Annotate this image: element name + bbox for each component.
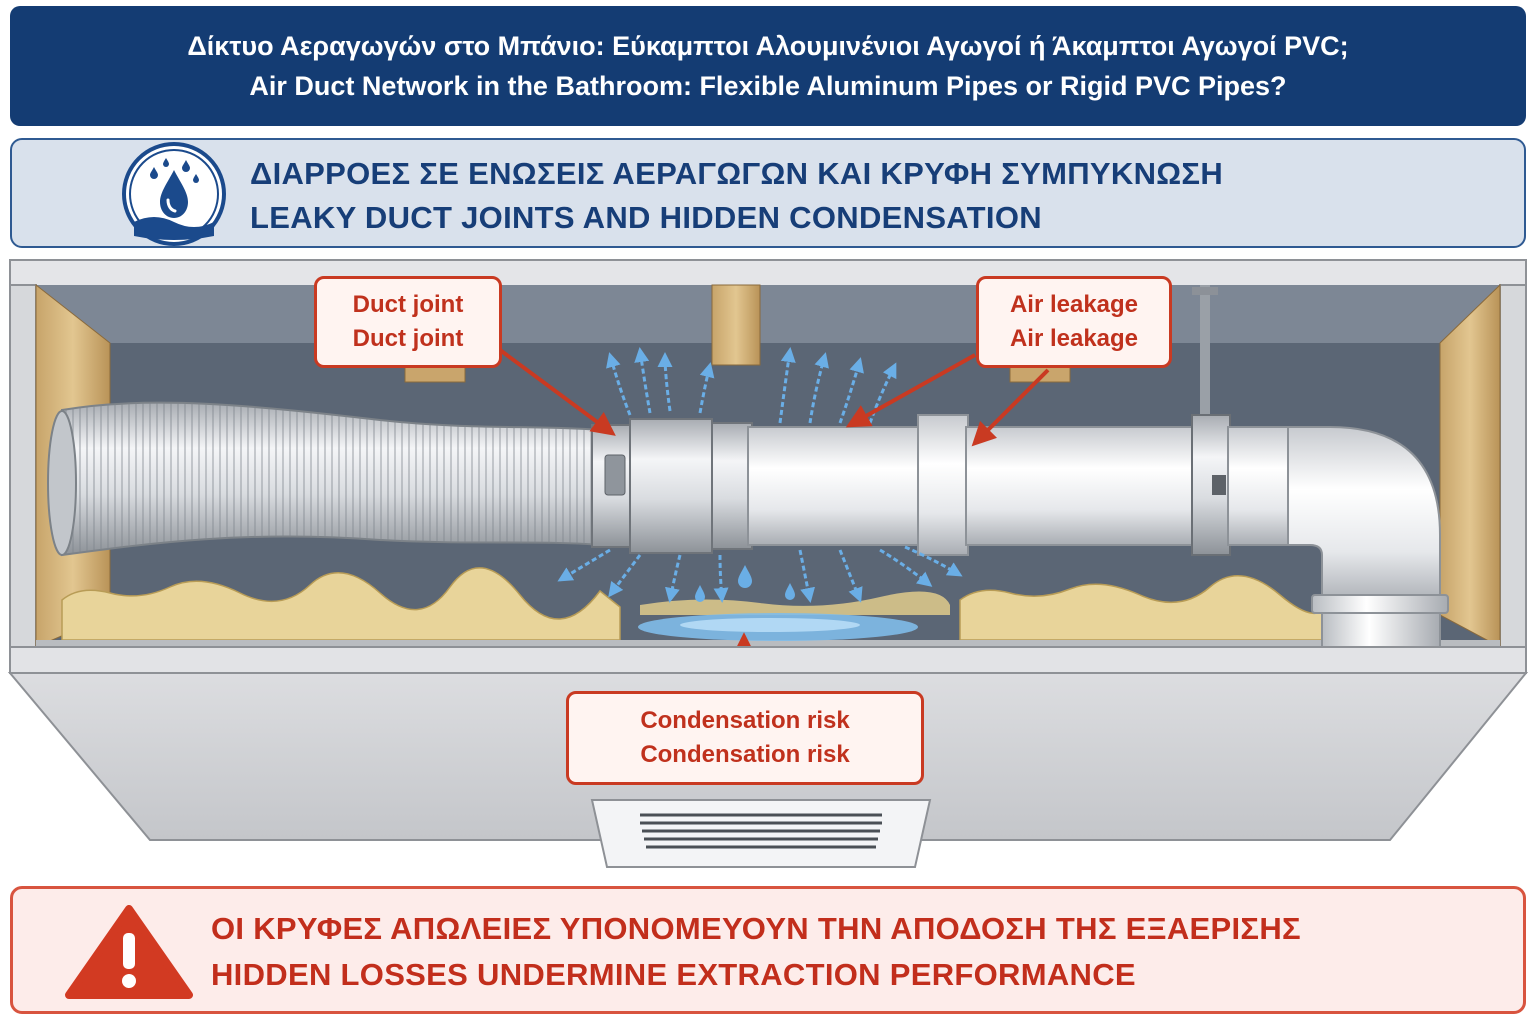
air-leak-arrows [606, 347, 897, 424]
callout-condensation-line2: Condensation risk [640, 741, 850, 768]
callout-air-leakage-line2: Air leakage [1009, 325, 1139, 352]
callout-duct-joint-line1: Duct joint [352, 291, 464, 318]
page-header: Δίκτυο Αεραγωγών στο Μπάνιο: Εύκαμπτοι Α… [10, 6, 1526, 126]
ceiling-duct-illustration [7, 259, 1529, 868]
callout-duct-joint-line2: Duct joint [352, 325, 464, 352]
callout-condensation-risk: Condensation risk Condensation risk [566, 691, 924, 785]
callout-air-leakage-line1: Air leakage [1009, 291, 1139, 318]
section-title-english: LEAKY DUCT JOINTS AND HIDDEN CONDENSATIO… [250, 200, 1042, 235]
warning-text-english: HIDDEN LOSSES UNDERMINE EXTRACTION PERFO… [211, 957, 1136, 992]
section-title-greek: ΔΙΑΡΡΟΕΣ ΣΕ ΕΝΩΣΕΙΣ ΑΕΡΑΓΩΓΩΝ ΚΑΙ ΚΡΥΦΗ … [250, 156, 1224, 191]
warning-banner: ΟΙ ΚΡΥΦΕΣ ΑΠΩΛΕΙΕΣ ΥΠΟΝΟΜΕΥΟΥΝ ΤΗΝ ΑΠΟΔΟ… [10, 886, 1526, 1014]
callout-duct-joint: Duct joint Duct joint [314, 276, 502, 368]
section-banner: ΔΙΑΡΡΟΕΣ ΣΕ ΕΝΩΣΕΙΣ ΑΕΡΑΓΩΓΩΝ ΚΑΙ ΚΡΥΦΗ … [10, 138, 1526, 248]
callout-condensation-line1: Condensation risk [640, 707, 850, 734]
page-title-english: Air Duct Network in the Bathroom: Flexib… [249, 71, 1287, 101]
condensation-drips [557, 545, 963, 603]
warning-icon [65, 905, 193, 999]
water-drop-icon [122, 142, 226, 246]
callout-air-leakage: Air leakage Air leakage [976, 276, 1172, 368]
warning-text-greek: ΟΙ ΚΡΥΦΕΣ ΑΠΩΛΕΙΕΣ ΥΠΟΝΟΜΕΥΟΥΝ ΤΗΝ ΑΠΟΔΟ… [211, 911, 1301, 946]
page-title-greek: Δίκτυο Αεραγωγών στο Μπάνιο: Εύκαμπτοι Α… [187, 31, 1349, 61]
